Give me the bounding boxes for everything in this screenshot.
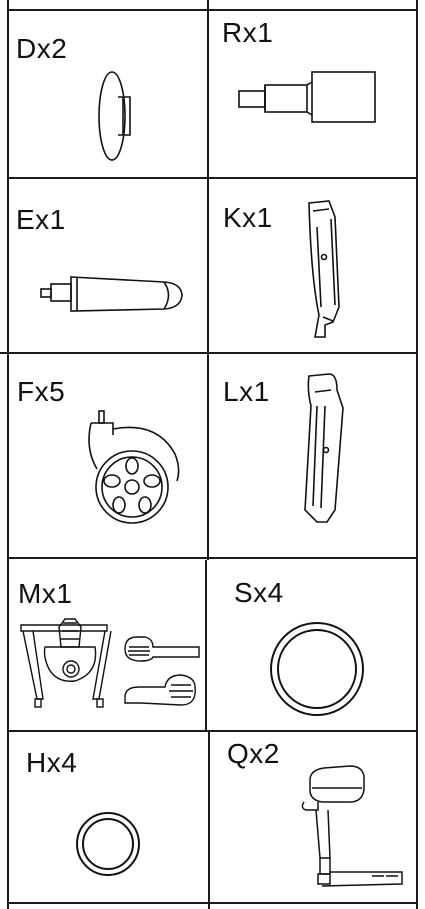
part-cell-m: Mx1 [9,559,205,730]
armrest-bracket-icon [297,197,357,347]
grid-line [0,352,417,354]
grid-line [205,560,207,730]
part-cell-h: Hx4 [9,732,208,902]
part-label: Sx4 [234,577,284,608]
grid-line [207,0,209,560]
armrest-icon [298,762,408,892]
part-cell-r: Rx1 [209,11,416,177]
grid-line [7,557,417,559]
part-cell-f: Fx5 [9,354,207,557]
part-label: Lx1 [223,376,270,407]
grid-line [7,0,9,909]
part-cell-q: Qx2 [210,732,416,902]
part-cell-s: Sx4 [207,559,416,730]
part-label: Kx1 [223,202,273,233]
part-cell-l: Lx1 [209,354,416,557]
part-label: Rx1 [222,17,274,48]
part-cell-e: Ex1 [9,179,207,352]
ring-washer-icon [74,810,142,878]
part-cell-d: Dx2 [9,11,207,177]
grid-line [7,9,417,11]
part-cell-k: Kx1 [209,179,416,352]
caster-cap-icon [94,66,144,166]
part-label: Dx2 [16,33,68,64]
part-label: Hx4 [26,747,78,778]
gas-lift-icon [39,267,189,322]
grid-line [416,0,418,909]
seat-mechanism-icon [15,617,210,717]
caster-wheel-icon [77,409,187,524]
part-label: Mx1 [18,578,73,609]
ring-washer-icon [267,619,367,719]
grid-line [7,902,417,904]
part-label: Ex1 [16,204,66,235]
armrest-bracket-icon [295,370,355,530]
grid-line [7,730,417,732]
grid-line [208,730,210,909]
grid-line [7,177,417,179]
part-label: Fx5 [17,376,66,407]
gas-lift-cylinder-icon [237,66,387,131]
part-label: Qx2 [227,738,280,769]
